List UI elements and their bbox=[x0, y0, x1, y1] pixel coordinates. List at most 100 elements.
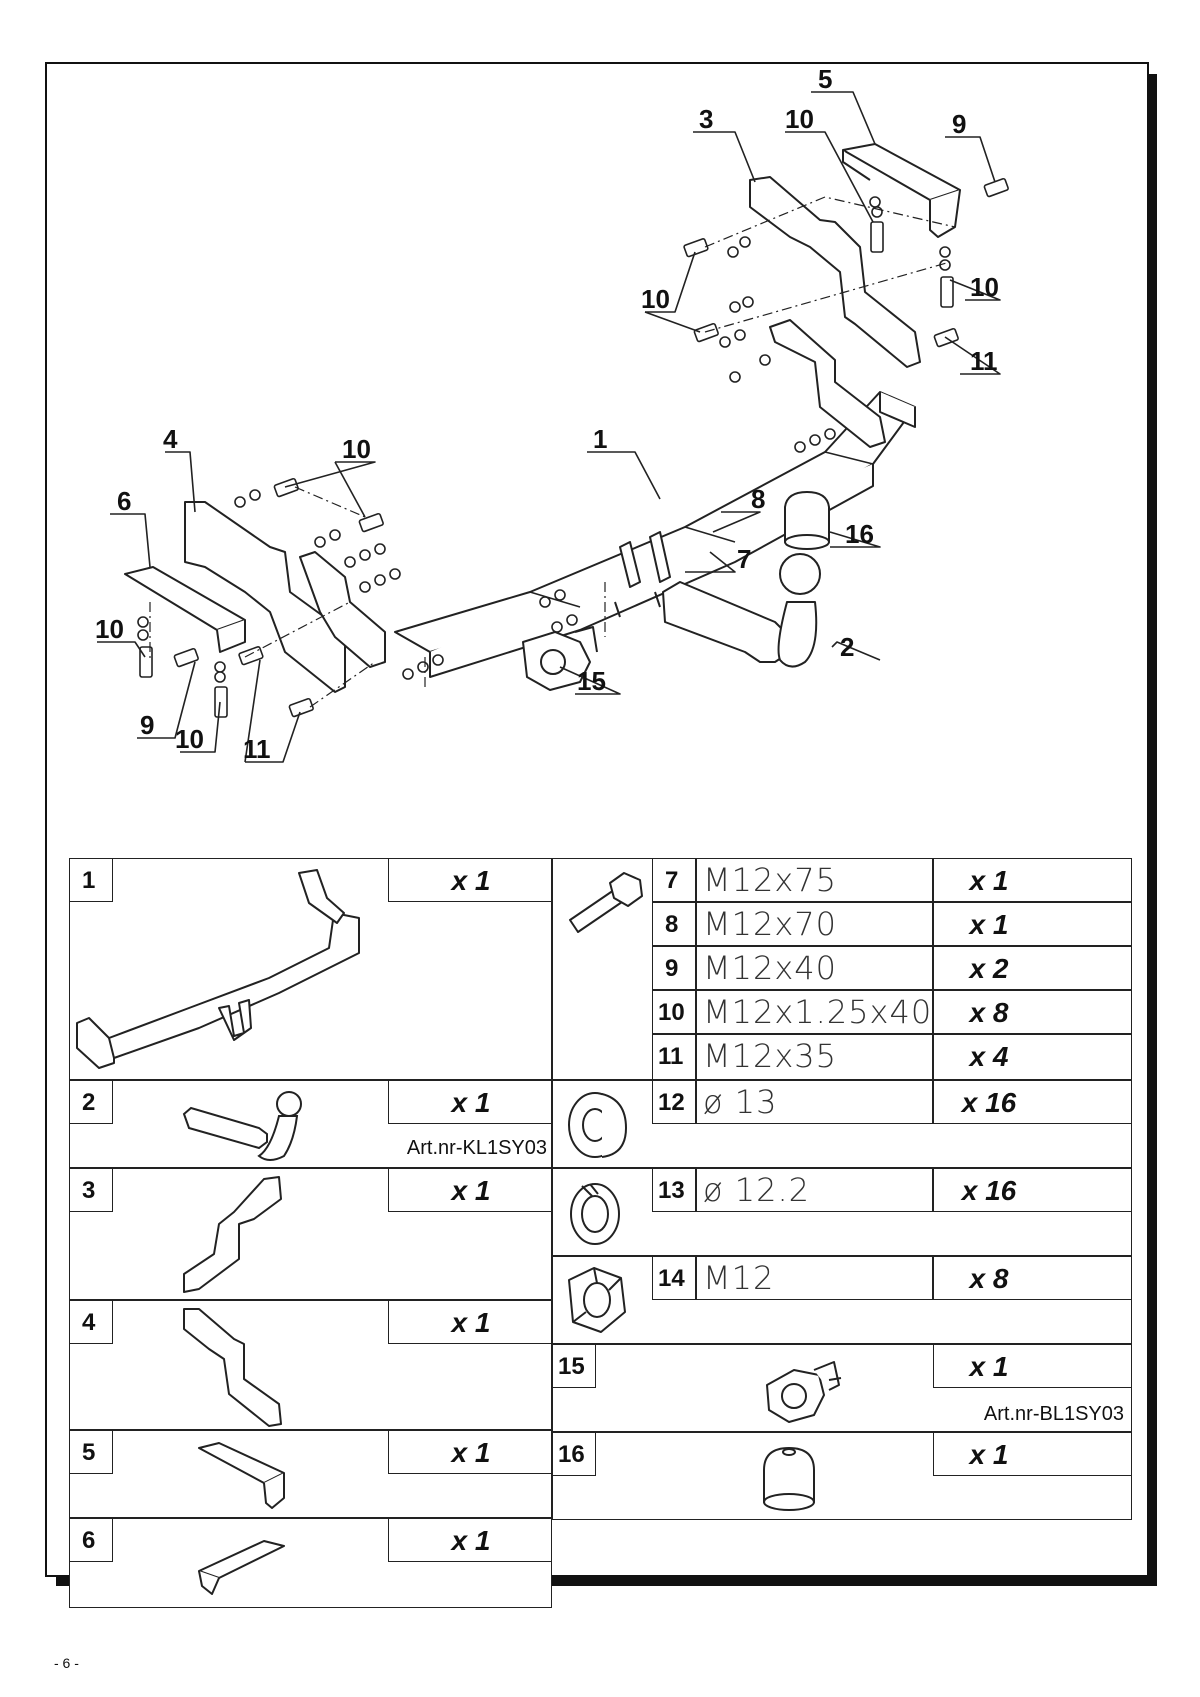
part-11-number: 11 bbox=[658, 1043, 684, 1070]
part-12-qty-box: x 16 bbox=[933, 1080, 1132, 1124]
socket-plate-drawing bbox=[522, 626, 598, 691]
right-bracket-icon bbox=[183, 1176, 282, 1293]
part-8-num-box: 8 bbox=[652, 902, 696, 946]
part-11-num-box: 11 bbox=[652, 1034, 696, 1080]
part-14-qty: x 8 bbox=[934, 1265, 1044, 1293]
part-13-spec: ø 12.2 bbox=[703, 1171, 810, 1209]
exploded-diagram-svg: 1 2 3 4 5 6 7 8 9 9 10 10 10 10 10 10 11… bbox=[95, 64, 1009, 764]
part-10-qty: x 8 bbox=[934, 999, 1044, 1027]
part-5-number: 5 bbox=[82, 1439, 96, 1466]
part-7-qty-value: 1 bbox=[992, 865, 1009, 896]
callout-10-top-left: 10 bbox=[342, 434, 371, 464]
part-4-num-box: 4 bbox=[69, 1300, 113, 1344]
part-8-qty-box: x 1 bbox=[933, 902, 1132, 946]
part-9-num-box: 9 bbox=[652, 946, 696, 990]
part-12-qty: x 16 bbox=[934, 1089, 1044, 1117]
part-13-qty-box: x 16 bbox=[933, 1168, 1132, 1212]
part-7-num-box: 7 bbox=[652, 858, 696, 902]
part-15-qty: x 1 bbox=[934, 1353, 1044, 1381]
alignment-lines bbox=[149, 196, 956, 708]
right-bracket-drawing bbox=[749, 176, 921, 448]
callout-10-right: 10 bbox=[970, 272, 999, 302]
part-13-qty: x 16 bbox=[934, 1177, 1044, 1205]
part-1-number: 1 bbox=[82, 867, 96, 894]
part-9-qty: x 2 bbox=[934, 955, 1044, 983]
part-16-qty-box: x 1 bbox=[933, 1432, 1132, 1476]
part-14-number: 14 bbox=[658, 1265, 685, 1292]
part-16-num-box: 16 bbox=[552, 1432, 596, 1476]
part-6-qty: x 1 bbox=[389, 1527, 553, 1555]
part-4-qty-box: x 1 bbox=[388, 1300, 552, 1344]
part-10-num-box: 10 bbox=[652, 990, 696, 1034]
part-2-qty: x 1 bbox=[389, 1089, 553, 1117]
left-bracket-icon bbox=[183, 1308, 282, 1427]
callout-2: 2 bbox=[840, 632, 854, 662]
part-9-number: 9 bbox=[665, 955, 679, 982]
part-13-num-box: 13 bbox=[652, 1168, 696, 1212]
part-12-spec: ø 13 bbox=[703, 1083, 778, 1121]
part-14-spec-box: M12 bbox=[696, 1256, 933, 1300]
part-3-qty-value: 1 bbox=[474, 1175, 491, 1206]
part-3-number: 3 bbox=[82, 1177, 96, 1204]
part-10-qty-value: 8 bbox=[992, 997, 1009, 1028]
part-10-spec-box: M12x1.25x40 bbox=[696, 990, 933, 1034]
part-6-qty-box: x 1 bbox=[388, 1518, 552, 1562]
part-8-spec: M12x70 bbox=[703, 905, 837, 943]
part-15-num-box: 15 bbox=[552, 1344, 596, 1388]
callout-9-right: 9 bbox=[952, 109, 966, 139]
part-2-article-number: Art.nr-KL1SY03 bbox=[406, 1137, 547, 1159]
part-7-number: 7 bbox=[665, 867, 679, 894]
callout-4: 4 bbox=[163, 424, 178, 454]
ball-neck-icon bbox=[182, 1091, 302, 1161]
part-1-qty-value: 1 bbox=[474, 865, 491, 896]
part-7-qty-mul: x bbox=[969, 865, 986, 896]
part-2-qty-mul: x bbox=[451, 1087, 468, 1118]
part-6-number: 6 bbox=[82, 1527, 96, 1554]
callout-7: 7 bbox=[737, 544, 751, 574]
part-6-num-box: 6 bbox=[69, 1518, 113, 1562]
part-2-qty-value: 1 bbox=[474, 1087, 491, 1118]
part-4-qty: x 1 bbox=[389, 1309, 553, 1337]
part-7-spec: M12x75 bbox=[703, 861, 837, 899]
part-12-spec-box: ø 13 bbox=[696, 1080, 933, 1124]
part-5-num-box: 5 bbox=[69, 1430, 113, 1474]
callout-labels: 1 2 3 4 5 6 7 8 9 9 10 10 10 10 10 10 11… bbox=[95, 64, 999, 764]
part-9-qty-value: 2 bbox=[992, 953, 1009, 984]
part-14-qty-box: x 8 bbox=[933, 1256, 1132, 1300]
parts-table: 1 x 1 2 x 1 Art.nr-KL1SY03 3 x 1 bbox=[69, 858, 1132, 1608]
part-7-spec-box: M12x75 bbox=[696, 858, 933, 902]
page-number: - 6 - bbox=[54, 1655, 79, 1671]
part-11-qty-box: x 4 bbox=[933, 1034, 1132, 1080]
part-11-qty: x 4 bbox=[934, 1043, 1044, 1071]
part-9-qty-mul: x bbox=[969, 953, 986, 984]
ball-cap-drawing bbox=[784, 491, 830, 550]
socket-plate-icon bbox=[766, 1361, 842, 1423]
part-8-qty: x 1 bbox=[934, 911, 1044, 939]
left-bracket-drawing bbox=[184, 501, 386, 693]
callout-10-top-right: 10 bbox=[785, 104, 814, 134]
callout-16: 16 bbox=[845, 519, 874, 549]
part-4-qty-mul: x bbox=[451, 1307, 468, 1338]
part-2-qty-box: x 1 bbox=[388, 1080, 552, 1124]
part-7-qty-box: x 1 bbox=[933, 858, 1132, 902]
part-6-qty-value: 1 bbox=[474, 1525, 491, 1556]
callout-10-left: 10 bbox=[95, 614, 124, 644]
part-8-qty-mul: x bbox=[969, 909, 986, 940]
part-5-qty-mul: x bbox=[451, 1437, 468, 1468]
part-14-qty-mul: x bbox=[969, 1263, 986, 1294]
part-3-qty-mul: x bbox=[451, 1175, 468, 1206]
spring-washer-icon bbox=[570, 1183, 620, 1245]
part-7-qty: x 1 bbox=[934, 867, 1044, 895]
part-8-number: 8 bbox=[665, 911, 679, 938]
part-3-num-box: 3 bbox=[69, 1168, 113, 1212]
part-1-qty-mul: x bbox=[451, 865, 468, 896]
part-15-number: 15 bbox=[558, 1353, 585, 1380]
callout-11-left: 11 bbox=[243, 734, 271, 764]
part-11-qty-mul: x bbox=[969, 1041, 986, 1072]
part-14-qty-value: 8 bbox=[992, 1263, 1009, 1294]
callout-10-mid-right: 10 bbox=[641, 284, 670, 314]
callout-9-left: 9 bbox=[140, 710, 154, 740]
part-15-qty-mul: x bbox=[969, 1351, 986, 1382]
part-8-spec-box: M12x70 bbox=[696, 902, 933, 946]
bolt-icon bbox=[569, 872, 643, 933]
